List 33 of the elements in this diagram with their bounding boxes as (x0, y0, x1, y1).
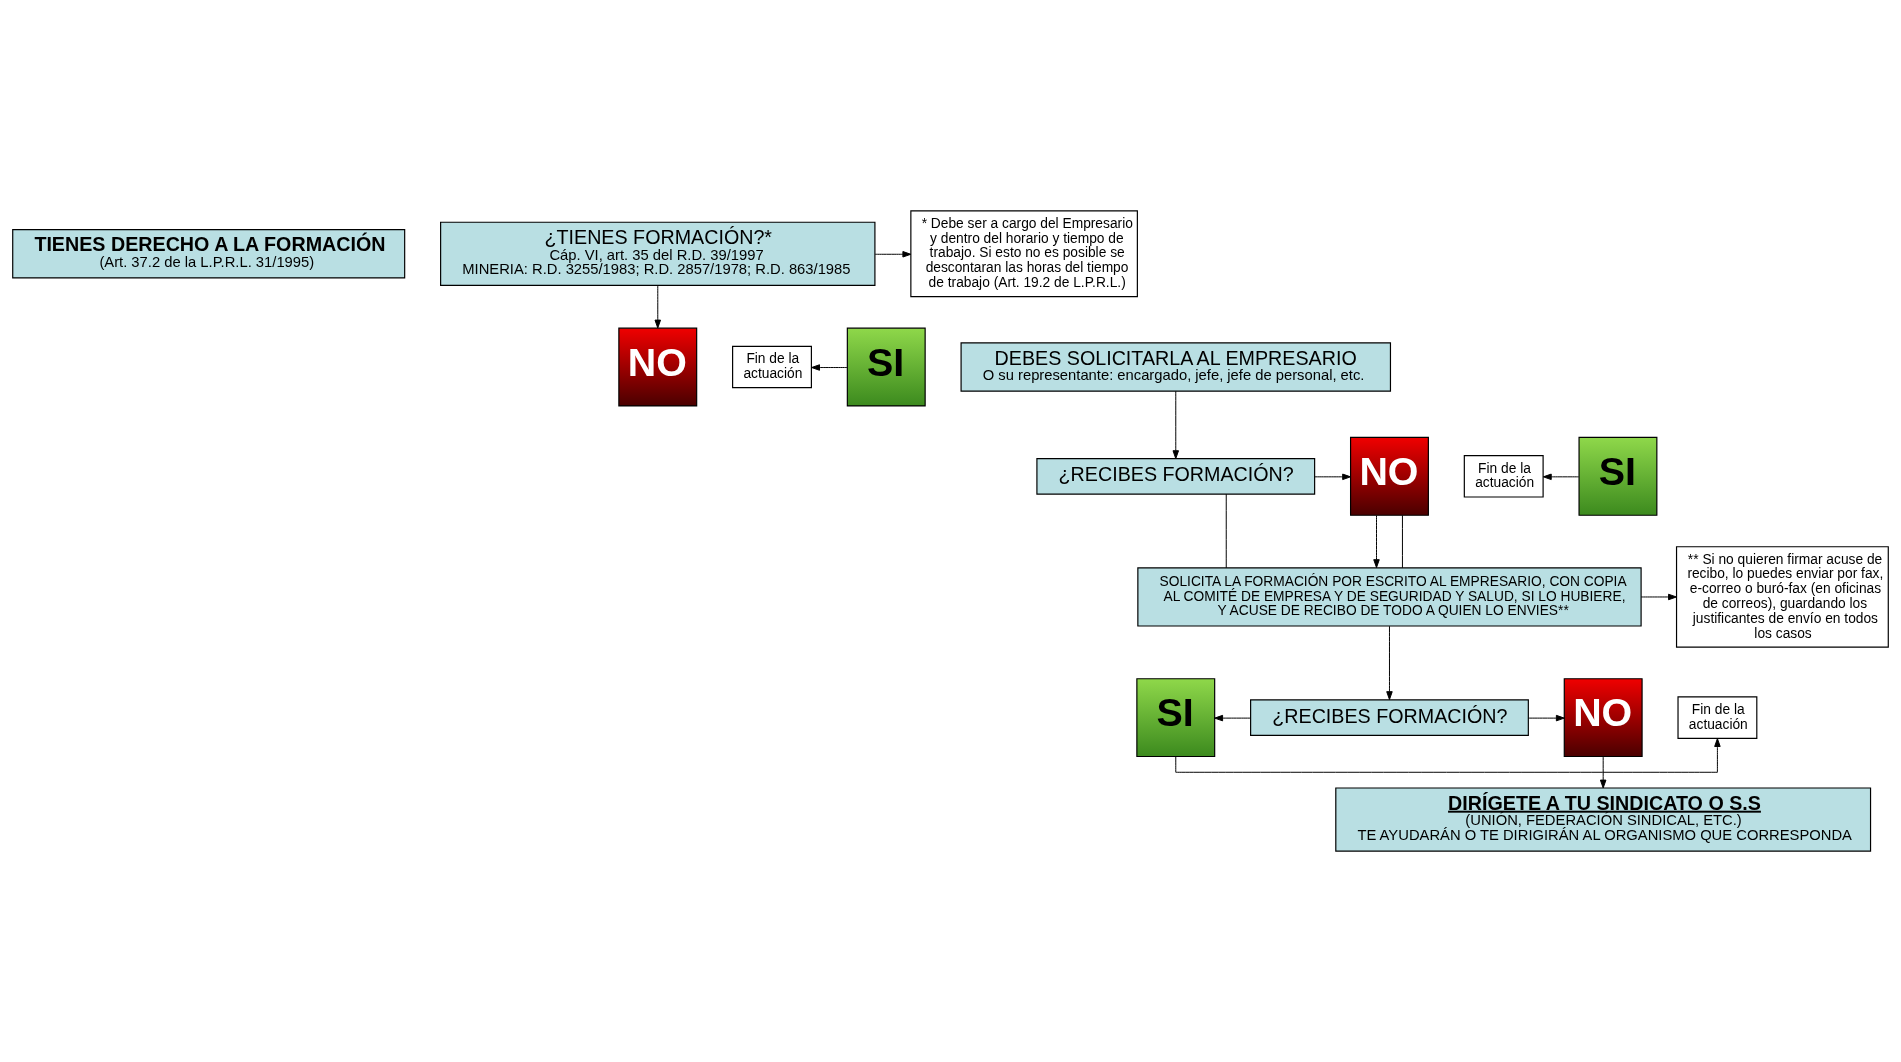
arrow (1386, 625, 1393, 701)
arrow (1373, 515, 1380, 569)
arrow (874, 251, 912, 258)
node-box: SI (846, 327, 926, 407)
arrow (1214, 714, 1251, 722)
arrow (1527, 714, 1565, 722)
arrow (654, 284, 661, 329)
node-box: SI (1136, 678, 1216, 758)
node-box: Fin de la actuación (1463, 455, 1544, 498)
arrow (1542, 473, 1580, 481)
connector (1225, 493, 1227, 569)
arrow (1175, 738, 1721, 773)
node-box: TIENES DERECHO A LA FORMACIÓN (Art. 37.2 de la L.P.R.L. 31/1995) (12, 229, 406, 279)
node-box: NO (1563, 678, 1643, 758)
node-box: ** Si no quieren firmar acuse de recibo, lo puedes enviar por fax, e-correo o buró-fax (en oficinas de correos), guardando los justificantes de envío en todos los casos (1675, 546, 1889, 648)
node-box: NO (618, 327, 698, 407)
node-box: * Debe ser a cargo del Empresario y dentro del horario y tiempo de trabajo. Si esto no es posible se descontaran las horas del tiempo de trabajo (Art. 19.2 de L.P.R.L.) (910, 210, 1138, 298)
node-box: SI (1578, 436, 1658, 516)
node-box: NO (1350, 436, 1429, 516)
connector (1401, 514, 1403, 569)
node-box: ¿RECIBES FORMACIÓN? (1036, 458, 1316, 495)
node-box: Fin de la actuación (1677, 696, 1758, 739)
node-box: DEBES SOLICITARLA AL EMPRESARIO O su representante: encargado, jefe, jefe de personal, etc. (960, 342, 1392, 392)
arrow (1599, 756, 1607, 789)
node-box: DIRÍGETE A TU SINDICATO O S.S (UNIÓN, FEDERACIÓN SINDICAL, ETC.) TE AYUDARÁN O TE DIRIGIRÁN AL ORGANISMO QUE CORRESPONDA (1335, 787, 1872, 852)
arrow (1640, 593, 1677, 601)
arrow (1172, 390, 1179, 460)
node-box: Fin de la actuación (732, 345, 812, 389)
node-box: ¿TIENES FORMACIÓN?* Cáp. VI, art. 35 del R.D. 39/1997 MINERIA: R.D. 3255/1983; R.D. 2857/1978; R.D. 863/1985 (440, 221, 876, 286)
node-box: SOLICITA LA FORMACIÓN POR ESCRITO AL EMPRESARIO, CON COPIA AL COMITÉ DE EMPRESA Y DE SEGURIDAD Y SALUD, SI LO HUBIERE, Y ACUSE DE RECIBO DE TODO A QUIEN LO ENVIES** (1137, 567, 1642, 627)
arrow (811, 364, 848, 371)
node-box: ¿RECIBES FORMACIÓN? (1250, 699, 1529, 736)
arrow (1314, 473, 1352, 481)
